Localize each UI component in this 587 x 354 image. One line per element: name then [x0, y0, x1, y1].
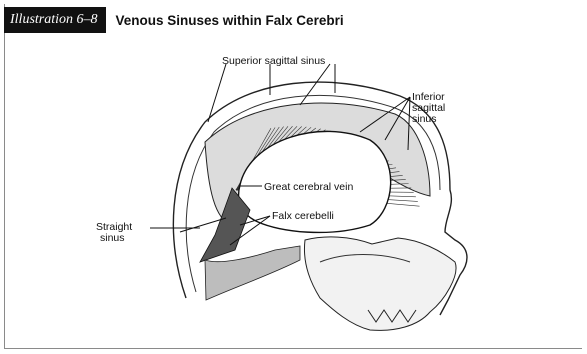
label-inferior-sagittal-3: sinus	[412, 113, 437, 125]
label-superior-sagittal-sinus: Superior sagittal sinus	[222, 55, 325, 67]
label-great-cerebral-vein: Great cerebral vein	[264, 181, 353, 193]
label-straight-sinus-2: sinus	[100, 232, 125, 244]
label-falx-cerebelli: Falx cerebelli	[272, 210, 334, 222]
